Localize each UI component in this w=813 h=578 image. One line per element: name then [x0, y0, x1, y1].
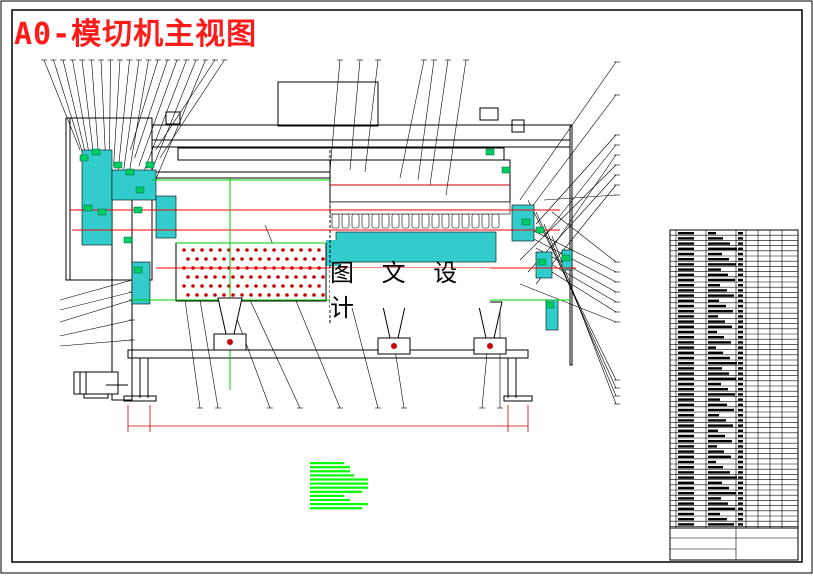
dimension-line — [127, 405, 529, 432]
motor-icon — [73, 371, 128, 399]
watermark-text: 图 文 设 计 — [330, 259, 490, 322]
technical-notes — [310, 462, 368, 510]
inner-border — [11, 9, 803, 563]
drawing-title: A0-模切机主视图 — [14, 17, 258, 52]
cutter-blade-row — [329, 201, 511, 229]
parts-list-table — [669, 229, 799, 561]
v-support-icon — [213, 297, 507, 355]
section-hatching — [81, 149, 573, 331]
gear-markers — [79, 148, 571, 309]
perforated-roller-icon — [175, 242, 327, 302]
